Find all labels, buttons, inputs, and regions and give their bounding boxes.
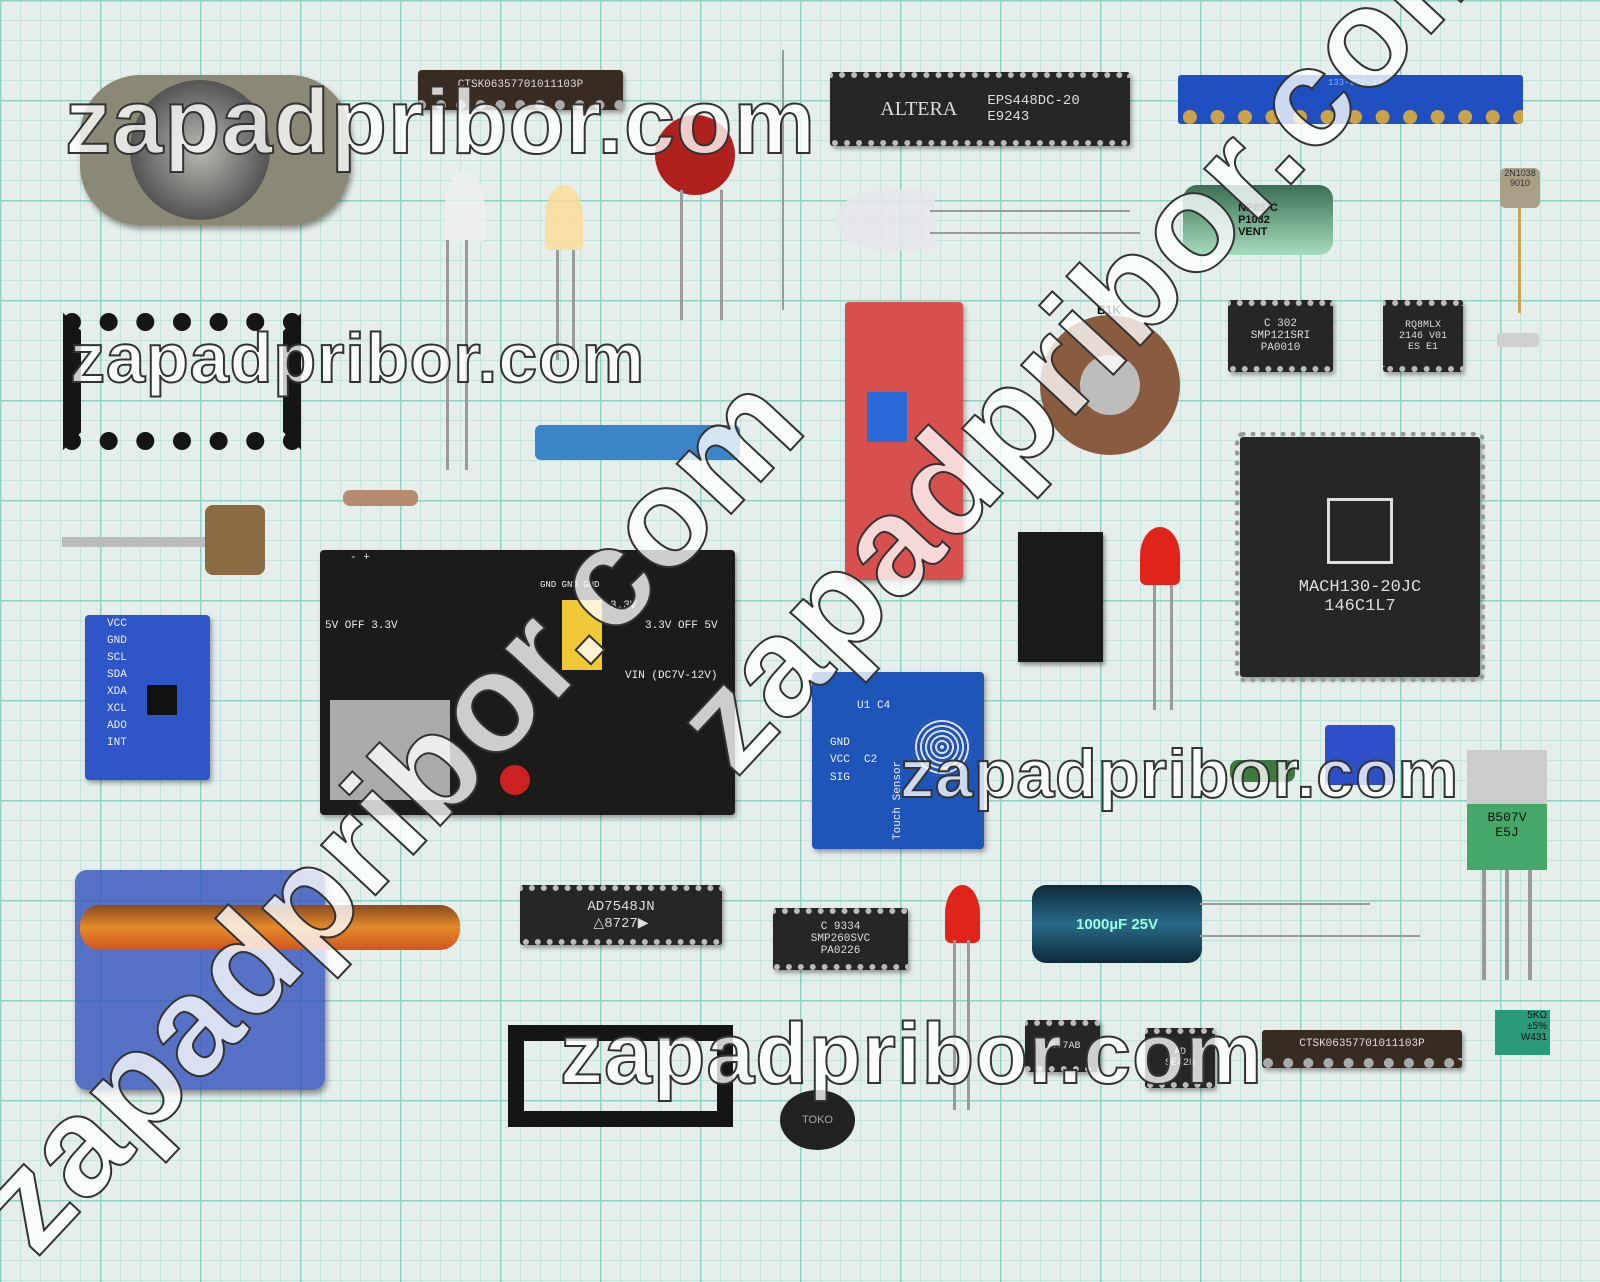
dip-socket-bottom: [508, 1025, 733, 1127]
inductor: TOKO: [780, 1090, 855, 1150]
ir-led: [835, 190, 935, 250]
altera-brand: ALTERA: [880, 97, 958, 120]
rotary-potentiometer-body: [205, 505, 265, 575]
led-red-small: [945, 885, 980, 943]
led-clear: [445, 172, 485, 242]
led-yellow: [545, 185, 583, 250]
smd-resistor: [1497, 333, 1539, 347]
electrolytic-capacitor: 1000µF 25V: [1032, 885, 1202, 963]
resistor: [343, 490, 418, 506]
trimmer-blue: [1325, 725, 1395, 785]
rotary-potentiometer: [62, 537, 212, 547]
touch-sensor-module: U1 C4 GND VCC C2 SIG Touch Sensor: [812, 672, 984, 849]
edge-connector: 133-022-43: [1178, 75, 1523, 124]
servo-cable: [80, 905, 460, 950]
green-resistor: [1230, 760, 1295, 782]
thermostat: [80, 75, 350, 225]
servo-motor: [75, 870, 325, 1090]
seven-segment-display: [1018, 532, 1103, 662]
amd-logo-icon: [1327, 498, 1393, 564]
small-chip-a: 0577AB: [1025, 1020, 1100, 1072]
diode: [782, 50, 784, 310]
touch-sensor-title: Touch Sensor: [892, 760, 904, 840]
resistor-network-bottom: CTSK06357701011103P: [1262, 1030, 1462, 1068]
led-red: [1140, 527, 1180, 585]
film-capacitor-blue: [535, 425, 740, 460]
resistor-network-top: CTSK06357701011103P: [418, 70, 623, 110]
trimmer-green: 5KΩ±5%W431: [1495, 1010, 1550, 1055]
ceramic-capacitor-red: [655, 115, 735, 195]
potentiometer: B1K: [1040, 303, 1180, 455]
ad7548-chip: AD7548JN△8727▶: [520, 885, 722, 945]
dip-socket-top: [63, 313, 301, 450]
touch-pad-icon: [912, 717, 972, 777]
sensor-module-red: [845, 302, 963, 580]
breadboard-power-module: - + 5V OFF 3.3V GND GND GND 3.3V 3.3V OF…: [320, 550, 735, 815]
